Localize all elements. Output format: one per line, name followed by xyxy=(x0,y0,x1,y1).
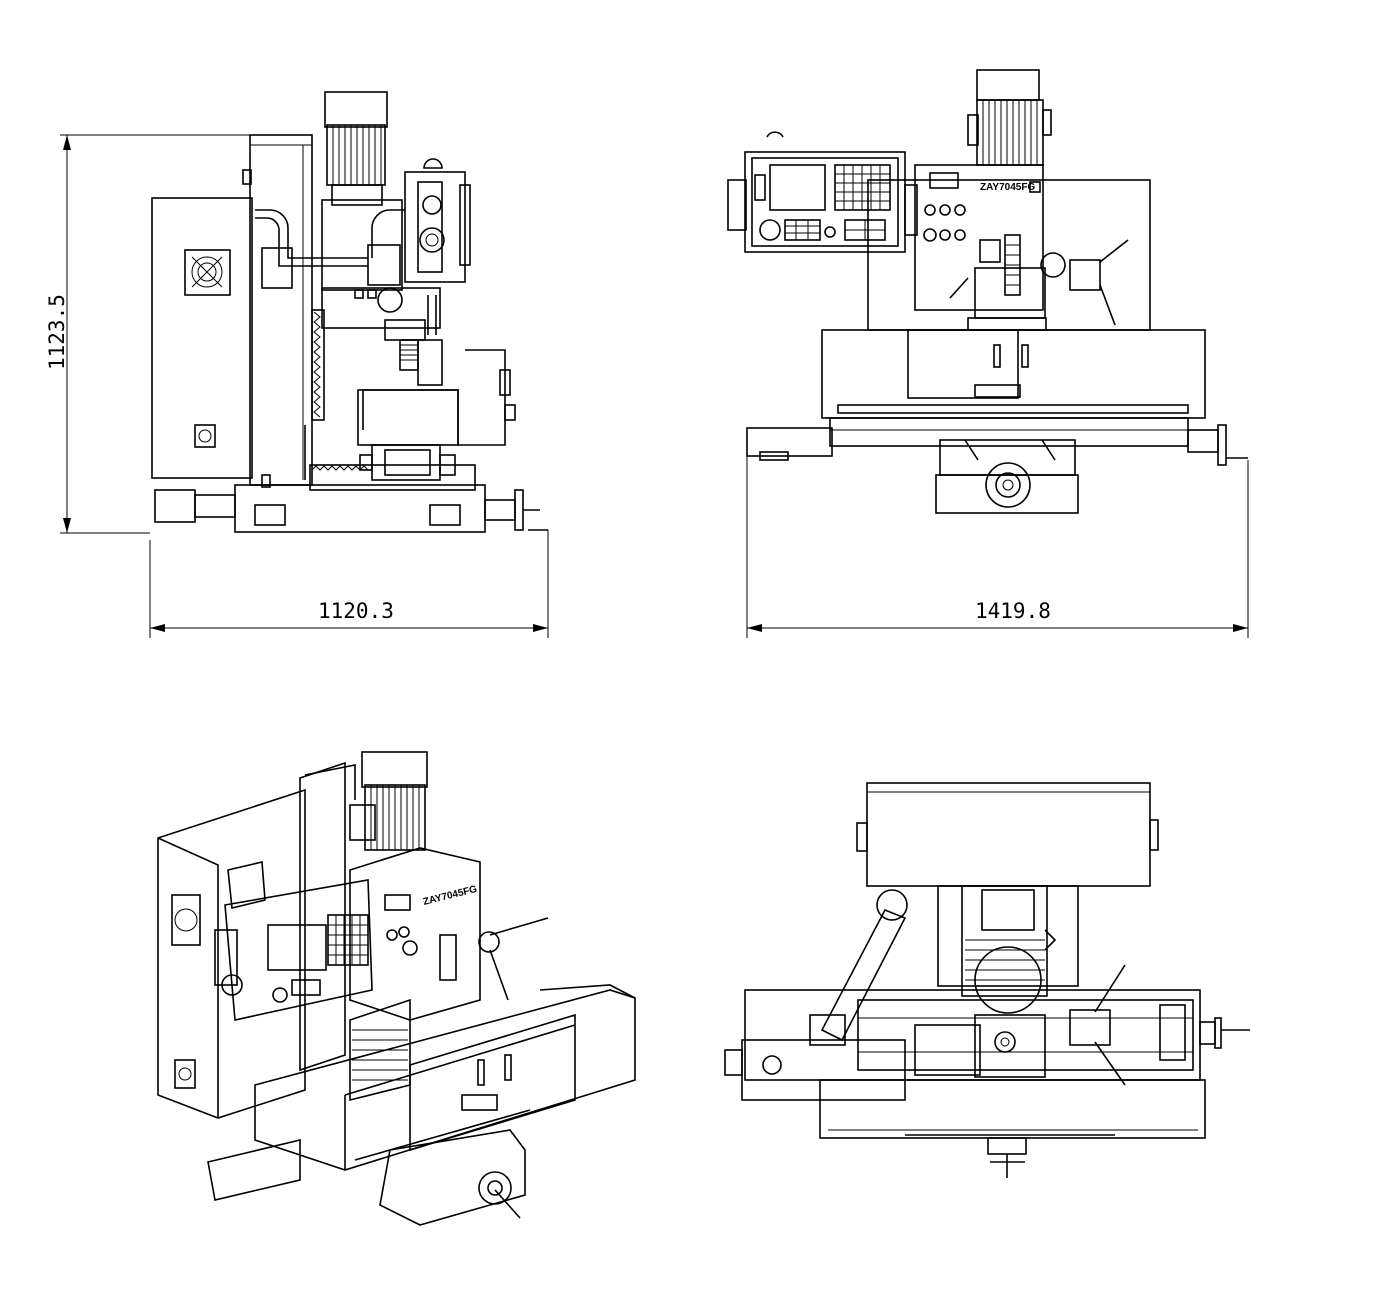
front-width-dimension: 1419.8 xyxy=(746,455,1249,638)
front-view: 1419.8 ZAY7045FG xyxy=(727,69,1249,638)
front-width-dimension-label: 1419.8 xyxy=(975,599,1051,623)
top-view xyxy=(724,782,1250,1178)
isometric-view: ZAY7045FG xyxy=(157,751,636,1226)
front-model-nameplate: ZAY7045FG xyxy=(980,182,1035,193)
side-width-dimension: 1120.3 xyxy=(149,530,549,638)
side-width-dimension-label: 1120.3 xyxy=(318,599,394,623)
height-dimension-label: 1123.5 xyxy=(45,294,69,370)
side-view: 1123.5 1120.3 xyxy=(45,91,549,638)
isometric-model-nameplate: ZAY7045FG xyxy=(422,884,478,908)
height-dimension: 1123.5 xyxy=(45,134,255,534)
